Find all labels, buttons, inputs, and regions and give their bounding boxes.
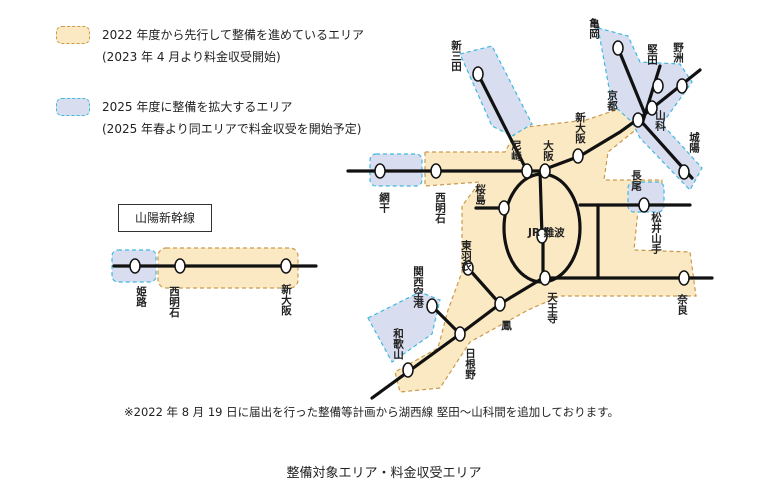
station-label-yamashina: 山科 (654, 109, 666, 132)
area-2022-sanyo (157, 247, 299, 289)
station-marker-shinosaka-s (280, 258, 292, 274)
station-label-nishiakashi-s: 西明石 (168, 286, 180, 318)
station-marker-kameoka (612, 40, 624, 56)
station-label-wakayama: 和歌山 (392, 327, 404, 360)
legend-2022-line1: 2022 年度から先行して整備を進めているエリア (102, 28, 364, 42)
station-marker-joyo (678, 164, 690, 180)
area-2025-kansai-airport (367, 291, 441, 363)
legend-item-2022: 2022 年度から先行して整備を進めているエリア (2023 年 4 月より料金… (56, 24, 364, 68)
legend-item-2025: 2025 年度に整備を拡大するエリア (2025 年春より同エリアで料金収受を開… (56, 96, 361, 140)
station-marker-kyoto (632, 112, 644, 128)
line-kosei (640, 64, 662, 126)
station-label-hineno: 日根野 (464, 348, 476, 380)
station-label-matsuiyamate: 松井山手 (650, 211, 662, 255)
station-label-shinosaka: 新大阪 (574, 111, 586, 144)
station-marker-otori (494, 296, 506, 312)
legend-2025-line1: 2025 年度に整備を拡大するエリア (102, 100, 293, 114)
station-marker-shinsanda (472, 66, 484, 82)
station-marker-jrnamba (536, 228, 548, 244)
station-marker-nishiakashi (430, 163, 442, 179)
legend-2022-line2: (2023 年 4 月より料金収受開始) (102, 50, 281, 64)
station-label-aboshi: 網干 (378, 191, 390, 214)
sanyo-shinkansen-label: 山陽新幹線 (118, 204, 212, 232)
station-marker-nagao (638, 197, 650, 213)
station-marker-wakayama (402, 362, 414, 378)
station-marker-himeji (129, 258, 141, 274)
station-label-yasu: 野洲 (672, 42, 684, 64)
station-label-kameoka: 亀岡 (588, 17, 600, 40)
legend-swatch-2022 (56, 26, 90, 44)
figure-caption: 整備対象エリア・料金収受エリア (286, 466, 482, 481)
station-label-nishiakashi: 西明石 (434, 192, 446, 224)
station-markers (129, 40, 690, 378)
legend-2025-line2: (2025 年春より同エリアで料金収受を開始予定) (102, 122, 362, 136)
station-label-joyo: 城陽 (688, 131, 700, 154)
station-label-nagao: 長尾 (630, 170, 642, 192)
line-jr-kyoto (538, 68, 702, 173)
line-hagoromo (466, 266, 502, 306)
station-label-nara: 奈良 (676, 293, 688, 316)
area-2025-fukuchiyama (459, 45, 533, 137)
station-label-katata: 堅田 (646, 44, 658, 66)
station-marker-yasu (676, 78, 688, 94)
station-label-osaka: 大阪 (542, 139, 554, 162)
line-naniwa (538, 169, 544, 238)
area-2022 (157, 103, 697, 393)
station-label-sakurajima: 桜島 (474, 183, 486, 206)
station-marker-tennoji (539, 270, 551, 286)
station-label-shinosaka-s: 新大阪 (280, 283, 292, 316)
line-sagano (616, 46, 647, 116)
station-marker-aboshi (374, 163, 386, 179)
line-fukuchiyama (476, 72, 529, 173)
station-label-otori: 鳳 (500, 320, 512, 331)
footnote: ※2022 年 8 月 19 日に届出を行った整備等計画から湖西線 堅田～山科間… (124, 405, 619, 419)
station-label-jrnamba: JR 難波 (527, 226, 565, 239)
legend-swatch-2025 (56, 98, 90, 116)
legend-text-2022: 2022 年度から先行して整備を進めているエリア (2023 年 4 月より料金… (102, 24, 364, 68)
station-marker-hineno (454, 326, 466, 342)
station-marker-sakurajima (498, 200, 510, 216)
station-marker-kansaiairport (426, 298, 438, 314)
station-marker-amagasaki (521, 163, 533, 179)
station-label-kyoto: 京都 (606, 89, 618, 112)
station-labels: 姫路 西明石 新大阪 網干 西明石 新三田 尼崎 大阪 新大阪 京都 亀岡 堅田… (135, 17, 700, 380)
station-marker-yamashina (646, 100, 658, 116)
station-marker-shinosaka (572, 148, 584, 164)
station-label-tennoji: 天王寺 (546, 292, 558, 324)
legend-text-2025: 2025 年度に整備を拡大するエリア (2025 年春より同エリアで料金収受を開… (102, 96, 361, 140)
station-label-higashihagoromo: 東羽衣 (460, 239, 472, 272)
station-marker-osaka (539, 163, 551, 179)
station-label-himeji: 姫路 (135, 285, 147, 308)
station-marker-katata (652, 78, 664, 94)
station-marker-nara (678, 270, 690, 286)
station-marker-nishiakashi-s (174, 258, 186, 274)
station-label-amagasaki: 尼崎 (510, 140, 522, 162)
line-kansai-airport (430, 304, 462, 336)
station-marker-higashihagoromo (462, 260, 474, 276)
line-hanwa (370, 276, 545, 400)
station-label-shinsanda: 新三田 (450, 39, 462, 72)
station-label-kansaiairport: 関西空港 (412, 266, 424, 309)
